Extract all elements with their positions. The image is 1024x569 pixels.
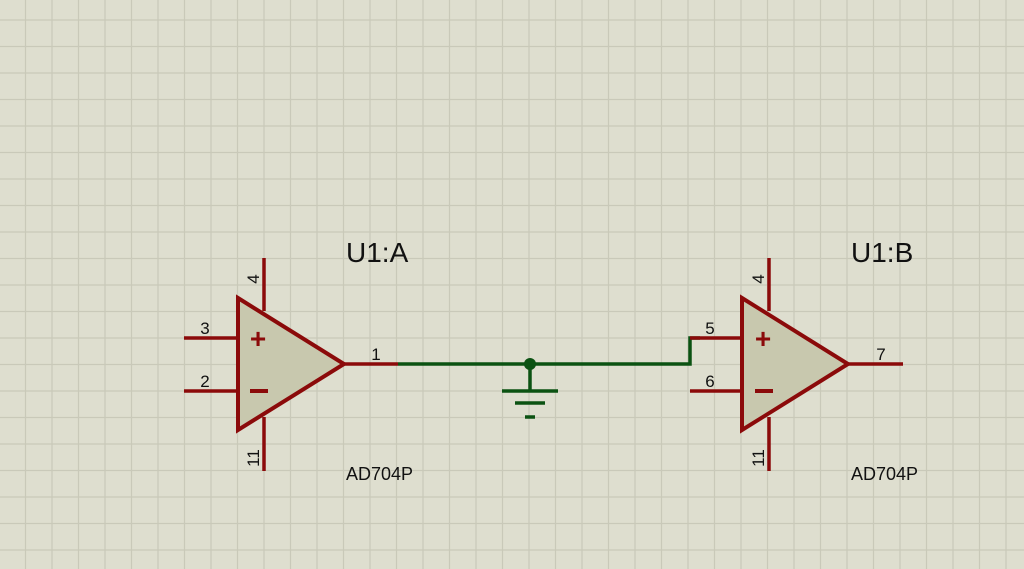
- pin-label-4: 4: [244, 274, 263, 283]
- opamp-u1b[interactable]: + 5 6 7 4 11 U1:B AD704P: [690, 237, 918, 484]
- pin-label-11: 11: [244, 449, 263, 467]
- opamp-u1a[interactable]: + 3 2 1 4 11 U1:A AD704P: [184, 237, 413, 484]
- pin-lines: [690, 258, 903, 471]
- opamp-triangle: [740, 294, 852, 434]
- pin-label-6: 6: [705, 372, 714, 391]
- pin-label-2: 2: [200, 372, 209, 391]
- component-part[interactable]: AD704P: [851, 464, 918, 484]
- pin-label-11: 11: [749, 449, 768, 467]
- component-ref[interactable]: U1:A: [346, 237, 409, 268]
- pin-label-7: 7: [876, 345, 885, 364]
- pin-label-5: 5: [705, 319, 714, 338]
- pin-label-3: 3: [200, 319, 209, 338]
- pin-label-4: 4: [749, 274, 768, 283]
- ground-net-wire[interactable]: [398, 336, 700, 370]
- opamp-triangle: [236, 294, 348, 434]
- pin-lines: [184, 258, 398, 471]
- ground-icon[interactable]: [502, 364, 558, 419]
- plus-symbol: +: [250, 323, 266, 354]
- plus-symbol: +: [755, 323, 771, 354]
- component-ref[interactable]: U1:B: [851, 237, 913, 268]
- component-part[interactable]: AD704P: [346, 464, 413, 484]
- pin-label-1: 1: [371, 345, 380, 364]
